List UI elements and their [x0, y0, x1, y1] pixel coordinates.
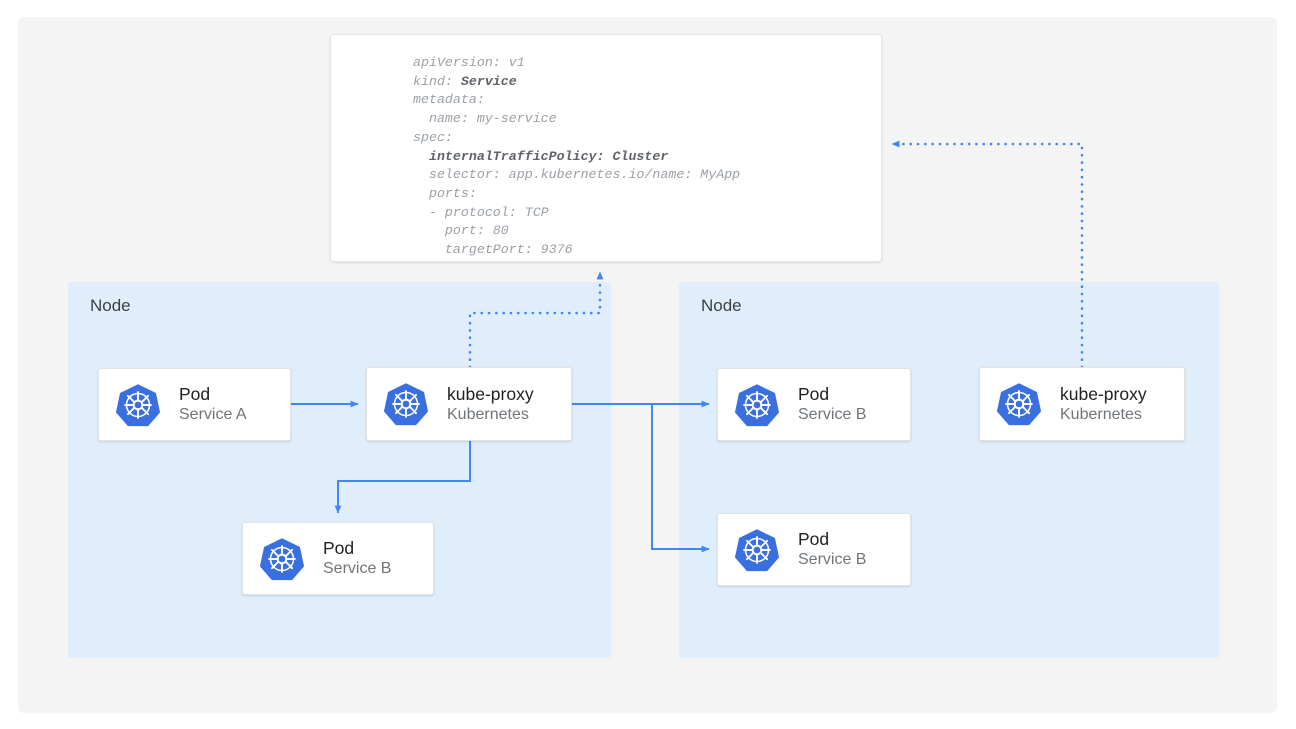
yaml-line-spec: spec:: [413, 129, 453, 145]
node-panel-right: Node: [679, 282, 1219, 658]
service-manifest-code: apiVersion: v1 kind: Service metadata: n…: [413, 54, 740, 260]
card-text-pod-service-b-right-lower: Pod Service B: [798, 529, 866, 570]
card-pod-service-b-right-lower[interactable]: Pod Service B: [717, 513, 911, 586]
yaml-line-name: name: my-service: [413, 111, 557, 127]
kubernetes-logo-icon: [996, 381, 1042, 427]
card-text-kube-proxy-right: kube-proxy Kubernetes: [1060, 384, 1147, 425]
card-kube-proxy-left[interactable]: kube-proxy Kubernetes: [366, 367, 572, 441]
yaml-line-apiversion: apiVersion: v1: [413, 55, 525, 70]
yaml-line-metadata: metadata:: [413, 92, 485, 108]
card-title: kube-proxy: [1060, 383, 1147, 404]
card-subtitle: Service B: [798, 406, 867, 424]
yaml-line-kind-key: kind:: [413, 73, 461, 89]
yaml-line-kind-value: Service: [460, 73, 517, 89]
card-subtitle: Kubernetes: [1060, 405, 1142, 423]
card-title: Pod: [798, 529, 830, 550]
kubernetes-logo-icon: [115, 382, 161, 428]
yaml-line-port: port: 80: [413, 223, 509, 239]
yaml-line-selector: selector: app.kubernetes.io/name: MyApp: [413, 167, 741, 183]
card-text-pod-service-b-right-upper: Pod Service B: [798, 384, 866, 425]
card-title: Pod: [323, 538, 355, 559]
kubernetes-logo-icon: [383, 381, 429, 427]
node-label-left: Node: [90, 296, 131, 315]
card-subtitle: Service B: [323, 560, 392, 578]
card-subtitle: Service B: [798, 551, 867, 569]
card-text-pod-service-a: Pod Service A: [179, 384, 247, 425]
card-subtitle: Service A: [179, 406, 247, 424]
card-text-pod-service-b-left-lower: Pod Service B: [323, 538, 391, 579]
yaml-line-ports: ports:: [413, 185, 477, 201]
kubernetes-logo-icon: [259, 536, 305, 582]
card-title: kube-proxy: [447, 383, 534, 404]
node-label-right: Node: [701, 296, 742, 315]
card-pod-service-a[interactable]: Pod Service A: [98, 368, 291, 441]
kubernetes-logo-icon: [734, 382, 780, 428]
card-pod-service-b-right-upper[interactable]: Pod Service B: [717, 368, 911, 441]
card-subtitle: Kubernetes: [447, 405, 529, 423]
card-title: Pod: [179, 384, 211, 405]
yaml-line-protocol: - protocol: TCP: [413, 204, 549, 220]
card-pod-service-b-left-lower[interactable]: Pod Service B: [242, 522, 434, 595]
node-panel-left: Node: [68, 282, 611, 658]
service-manifest-box: apiVersion: v1 kind: Service metadata: n…: [330, 34, 882, 262]
card-kube-proxy-right[interactable]: kube-proxy Kubernetes: [979, 367, 1185, 441]
kubernetes-logo-icon: [734, 527, 780, 573]
yaml-line-target-port: targetPort: 9376: [413, 242, 573, 258]
card-title: Pod: [798, 384, 830, 405]
yaml-line-internal-traffic-policy: internalTrafficPolicy: Cluster: [413, 148, 669, 164]
card-text-kube-proxy-left: kube-proxy Kubernetes: [447, 384, 534, 425]
